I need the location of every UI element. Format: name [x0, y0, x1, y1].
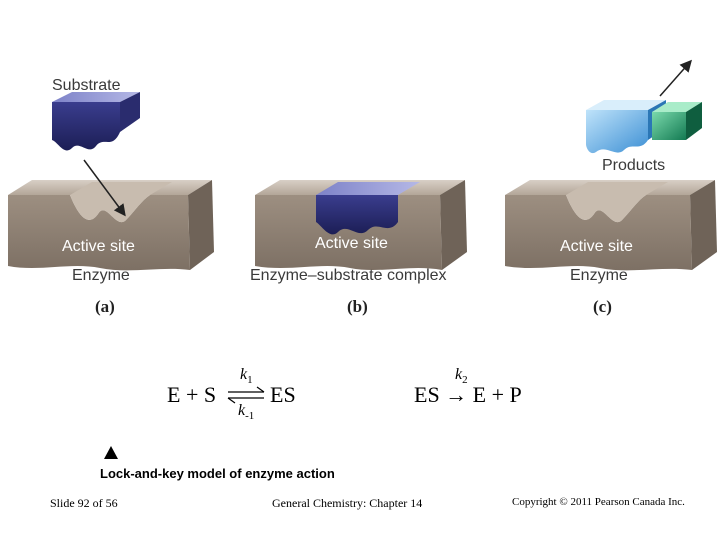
- copyright-footer: Copyright © 2011 Pearson Canada Inc.: [512, 496, 685, 508]
- rate-constant-k-minus1: k-1: [238, 402, 254, 422]
- panel-label-a: (a): [95, 297, 115, 316]
- equation1-right: ES: [270, 382, 296, 407]
- active-site-label-a: Active site: [62, 238, 135, 255]
- complex-label-b: Enzyme–substrate complex: [250, 267, 447, 284]
- lock-and-key-illustration: [8, 59, 717, 271]
- k-minus1-subscript: -1: [245, 410, 255, 423]
- binding-arrow: [83, 159, 126, 217]
- equation2: ES → E + P: [414, 382, 522, 407]
- release-arrow: [659, 59, 692, 97]
- figure-caption: Lock-and-key model of enzyme action: [100, 466, 335, 481]
- substrate-shape: [52, 92, 140, 151]
- k2-subscript: 2: [462, 374, 468, 387]
- chapter-footer: General Chemistry: Chapter 14: [272, 496, 423, 510]
- enzyme-c-shape: [505, 180, 717, 271]
- panel-label-c: (c): [593, 297, 612, 316]
- equation1-left: E + S: [167, 382, 217, 407]
- slide-number: Slide 92 of 56: [50, 496, 118, 510]
- active-site-label-b: Active site: [315, 235, 388, 252]
- panel-label-b: (b): [347, 297, 368, 316]
- product-green-shape: [652, 102, 702, 140]
- k1-symbol: k: [240, 366, 248, 383]
- rate-constant-k2: k2: [455, 366, 468, 386]
- triangle-marker-icon: [104, 446, 118, 459]
- equilibrium-arrows-icon: [227, 386, 265, 404]
- bound-substrate-shape: [316, 182, 420, 235]
- rate-constant-k1: k1: [240, 366, 253, 386]
- enzyme-label-c: Enzyme: [570, 267, 628, 284]
- active-site-label-c: Active site: [560, 238, 633, 255]
- enzyme-label-a: Enzyme: [72, 267, 130, 284]
- substrate-label: Substrate: [52, 77, 121, 94]
- k2-symbol: k: [455, 366, 463, 383]
- products-label: Products: [602, 157, 666, 174]
- k1-subscript: 1: [247, 374, 253, 387]
- enzyme-a-shape: [8, 180, 214, 271]
- k-minus1-symbol: k: [238, 402, 246, 419]
